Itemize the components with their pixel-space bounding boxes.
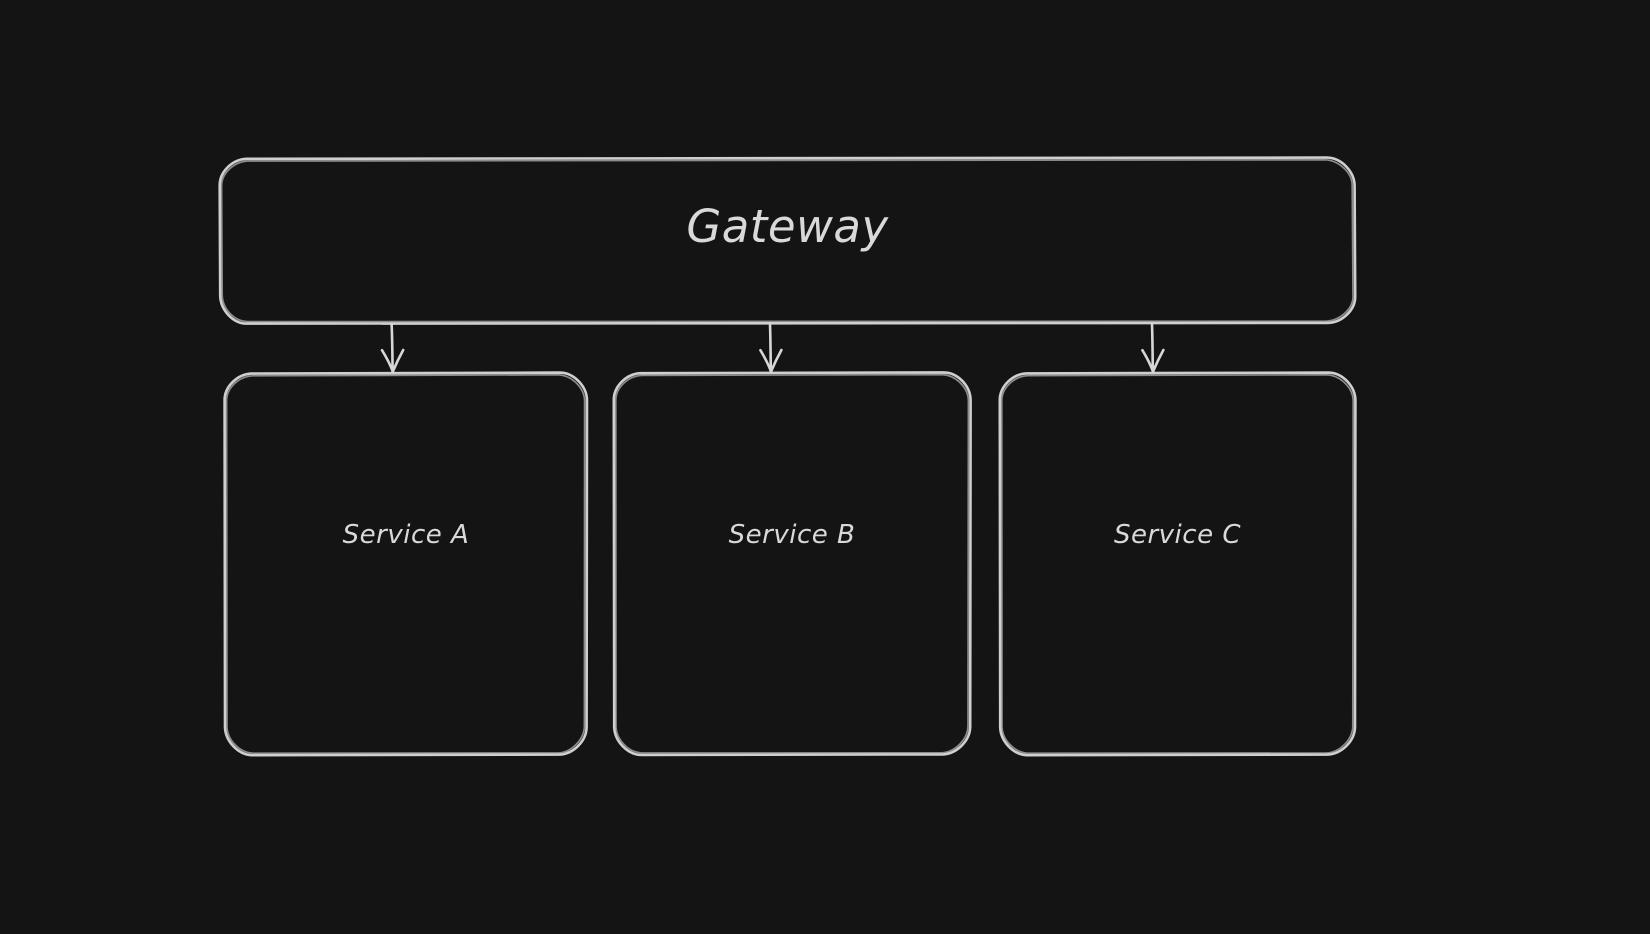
edge-gateway-service-a[interactable] xyxy=(380,322,405,373)
edge-gateway-service-b[interactable] xyxy=(759,322,783,373)
node-service-a[interactable] xyxy=(223,371,589,757)
node-label-service-a: Service A xyxy=(342,520,470,550)
node-service-b[interactable] xyxy=(612,371,972,757)
edge-gateway-service-c[interactable] xyxy=(1141,322,1165,373)
node-label-gateway: Gateway xyxy=(686,200,889,253)
node-gateway[interactable] xyxy=(218,156,1357,325)
node-label-service-c: Service C xyxy=(1113,520,1241,550)
node-service-c[interactable] xyxy=(998,371,1357,757)
node-label-service-b: Service B xyxy=(728,520,856,550)
